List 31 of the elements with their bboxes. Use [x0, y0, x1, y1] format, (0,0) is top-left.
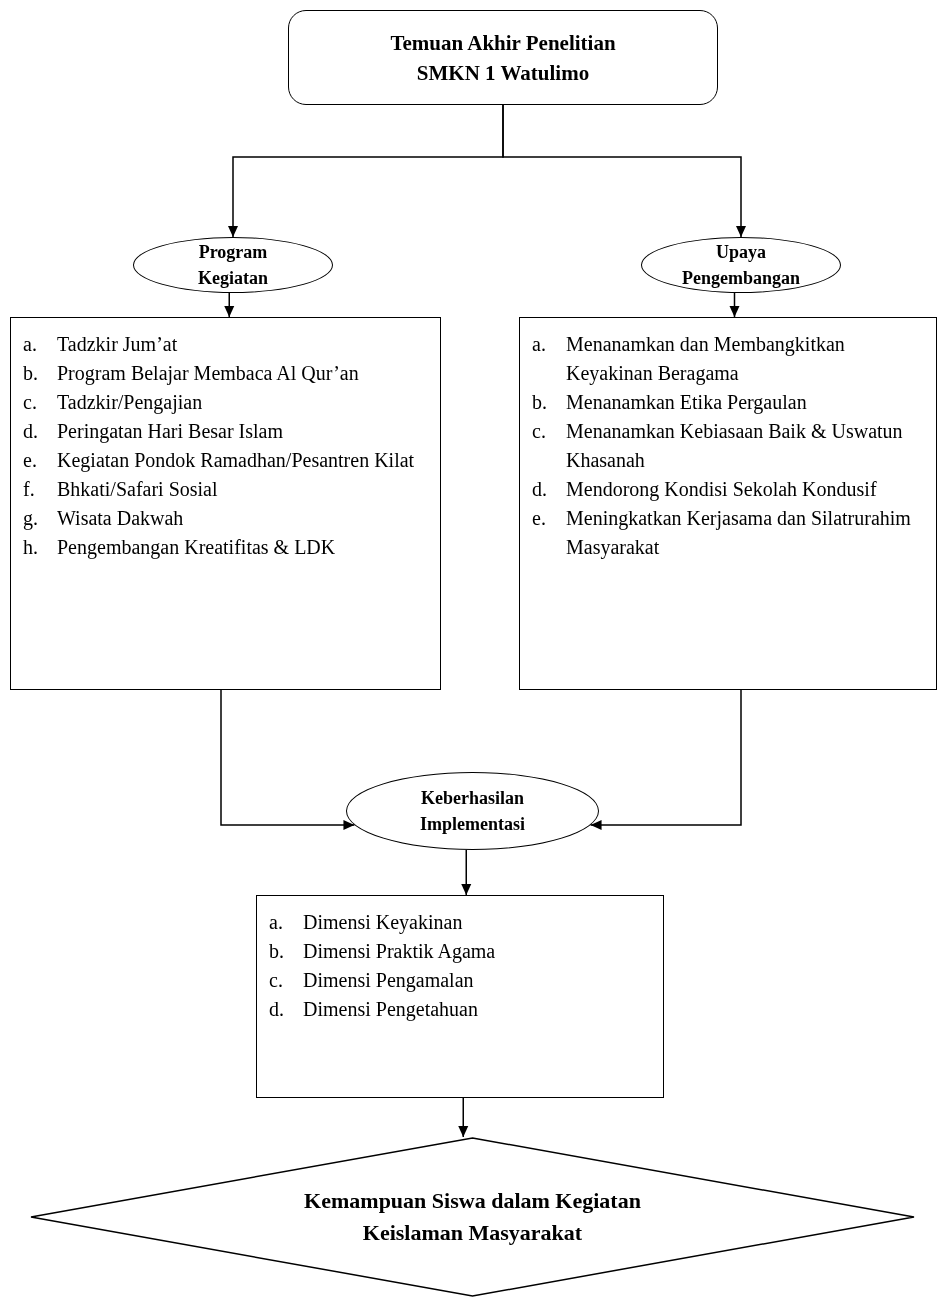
list-item: b. Program Belajar Membaca Al Qur’an [23, 361, 360, 387]
list-item: h. Pengembangan Kreatifitas & LDK [23, 535, 337, 561]
node-label: Kemampuan Siswa dalam Kegiatan Keislaman Masyarakat [303, 1187, 642, 1247]
rounded-box [288, 10, 718, 105]
list-item: c. Dimensi Pengamalan [269, 968, 475, 994]
list-box [256, 895, 664, 1098]
list-box [519, 317, 937, 690]
list-item: e. Meningkatkan Kerjasama dan Silatrurahim Masyarakat [532, 506, 912, 561]
arrow [589, 689, 742, 830]
node-title: Temuan Akhir Penelitian SMKN 1 Watulimo [389, 29, 617, 87]
arrow [729, 292, 740, 318]
arrow [458, 1097, 469, 1138]
arrow [220, 689, 356, 830]
arrow [224, 292, 235, 318]
list-item: b. Dimensi Praktik Agama [269, 939, 497, 965]
node-label: Keberhasilan Implementasi [419, 787, 526, 836]
list-item: b. Menanamkan Etika Pergaulan [532, 390, 808, 416]
list-item: g. Wisata Dakwah [23, 506, 185, 532]
node-label: Upaya Pengembangan [681, 241, 801, 290]
list-item: d. Mendorong Kondisi Sekolah Kondusif [532, 477, 878, 503]
arrow [461, 849, 472, 896]
list-item: a. Dimensi Keyakinan [269, 910, 464, 936]
list-item: c. Tadzkir/Pengajian [23, 390, 204, 416]
arrow [502, 104, 746, 238]
list-item: d. Dimensi Pengetahuan [269, 997, 479, 1023]
list-box [10, 317, 441, 690]
list-item: a. Tadzkir Jum’at [23, 332, 179, 357]
list-item: e. Kegiatan Pondok Ramadhan/Pesantren Kilat [23, 448, 416, 474]
list-item: d. Peringatan Hari Besar Islam [23, 419, 285, 445]
list-item: f. Bhkati/Safari Sosial [23, 477, 219, 502]
node-label: Program Kegiatan [197, 241, 269, 290]
